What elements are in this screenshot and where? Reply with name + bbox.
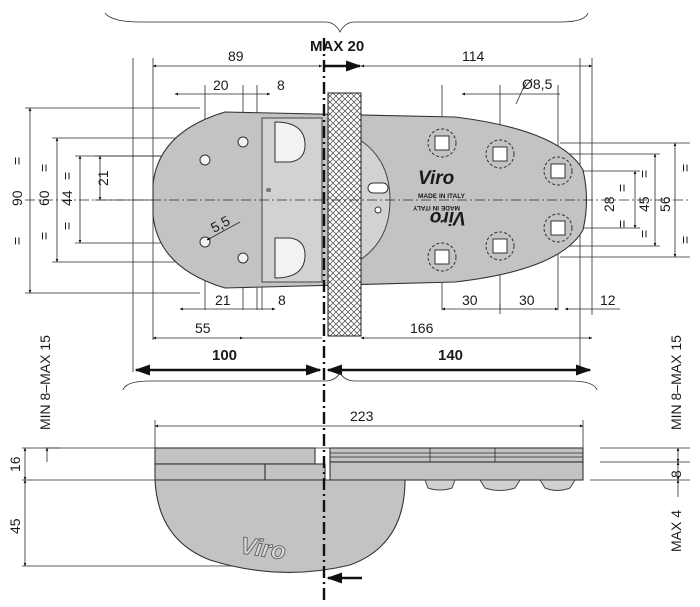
side-plate-center xyxy=(264,463,326,481)
dim-56: 56 xyxy=(657,196,673,212)
svg-text:=: = xyxy=(614,220,630,228)
dim-30-b: 30 xyxy=(519,292,535,308)
top-group-bracket xyxy=(104,12,589,33)
dim-phi-8-5: Ø8,5 xyxy=(522,76,553,92)
made-in-italy-top: MADE IN ITALY xyxy=(418,193,466,200)
logo-viro-side: Viro xyxy=(239,532,288,565)
bottom-group-bracket xyxy=(122,372,598,391)
dim-223: 223 xyxy=(350,408,374,424)
equal-marks-left: = = = = = = xyxy=(9,157,75,245)
dim-114: 114 xyxy=(462,48,485,64)
dim-45-side: 45 xyxy=(7,518,23,534)
svg-text:=: = xyxy=(9,157,25,165)
svg-text:=: = xyxy=(636,230,652,238)
dim-12: 12 xyxy=(600,292,616,308)
hinge-knuckle-upper xyxy=(274,121,306,163)
glass-section xyxy=(327,92,362,337)
dim-28: 28 xyxy=(601,196,617,212)
side-dome xyxy=(154,479,406,573)
dim-8-top: 8 xyxy=(277,77,285,93)
max4-label: MAX 4 xyxy=(668,510,684,552)
svg-text:=: = xyxy=(636,170,652,178)
dim-45: 45 xyxy=(636,196,652,212)
min8-max15-right: MIN 8–MAX 15 xyxy=(668,335,684,430)
side-bolt-heads xyxy=(424,479,576,491)
side-plate-left-upper xyxy=(154,447,316,465)
dim-16: 16 xyxy=(7,456,23,472)
svg-text:=: = xyxy=(614,184,630,192)
svg-text:=: = xyxy=(677,164,693,172)
made-in-italy-mirrored: MADE IN ITALY xyxy=(412,204,460,211)
svg-text:=: = xyxy=(677,236,693,244)
dim-55: 55 xyxy=(195,320,211,336)
dim-60: 60 xyxy=(36,190,52,206)
dim-21: 21 xyxy=(215,292,231,308)
dim-8-side: 8 xyxy=(668,470,684,478)
dim-21-vert: 21 xyxy=(95,170,111,186)
svg-text:=: = xyxy=(36,232,52,240)
svg-text:=: = xyxy=(59,172,75,180)
dim-89: 89 xyxy=(228,48,244,64)
logo-viro-mirrored: Viro xyxy=(430,207,466,228)
svg-text:=: = xyxy=(59,222,75,230)
dim-8-bottom: 8 xyxy=(278,292,286,308)
svg-text:=: = xyxy=(36,164,52,172)
dim-30-a: 30 xyxy=(462,292,478,308)
left-mount-holes xyxy=(199,136,249,264)
max20-label: MAX 20 xyxy=(310,38,364,55)
side-plate-right xyxy=(329,447,584,463)
min8-max15-left: MIN 8–MAX 15 xyxy=(37,335,53,430)
side-plate-left-lower xyxy=(154,463,266,481)
dim-44: 44 xyxy=(59,190,75,206)
dim-100: 100 xyxy=(212,347,237,364)
dim-166: 166 xyxy=(410,320,434,336)
dim-140: 140 xyxy=(438,347,463,364)
logo-viro-top: Viro xyxy=(418,168,454,189)
dim-90: 90 xyxy=(9,190,25,206)
hinge-knuckle-lower xyxy=(274,237,306,279)
equal-marks-right: = = = = = = xyxy=(614,164,693,244)
svg-text:=: = xyxy=(9,237,25,245)
right-bolt-holes xyxy=(427,128,573,272)
dim-20: 20 xyxy=(213,77,229,93)
side-plate-right-lower xyxy=(329,461,584,481)
